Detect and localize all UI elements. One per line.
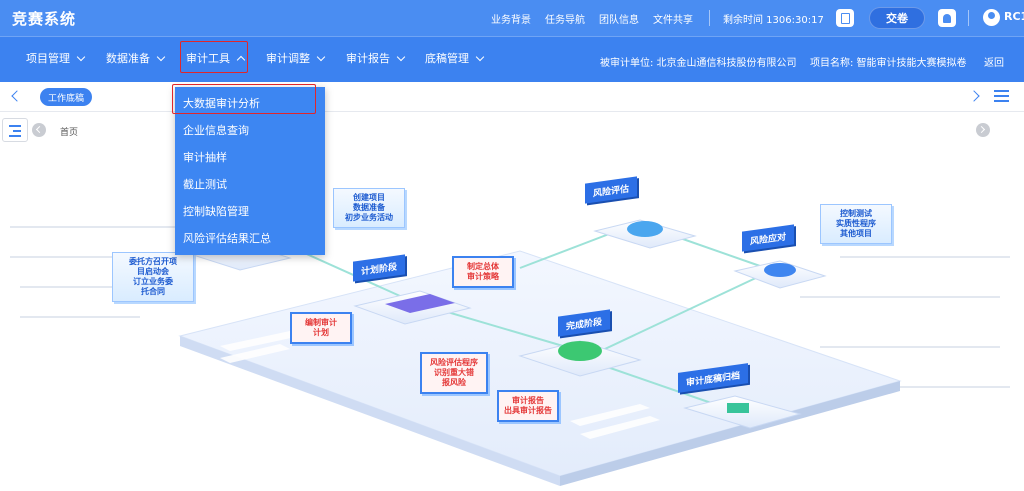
nav-audit-adjust[interactable]: 审计调整 <box>266 50 326 66</box>
menu-item-control-deficiency[interactable]: 控制缺陷管理 <box>183 205 249 218</box>
divider <box>968 10 969 26</box>
card-risk-procedure[interactable]: 风险评估程序 识别重大错 报风险 <box>420 352 488 394</box>
divider <box>709 10 710 26</box>
nav-data-prep[interactable]: 数据准备 <box>106 50 166 66</box>
platform-edge <box>180 336 560 486</box>
platform-stripes <box>220 331 660 439</box>
sidebar-toggle-icon[interactable] <box>2 118 28 142</box>
link-business-background[interactable]: 业务背景 <box>491 15 531 26</box>
project-name: 项目名称: 智能审计技能大赛模拟卷 <box>810 58 967 69</box>
menu-item-cutoff-test[interactable]: 截止测试 <box>183 178 227 191</box>
dot-grid <box>10 226 1010 388</box>
nav-highlight-box <box>180 41 248 73</box>
scroll-left-icon[interactable] <box>32 123 46 137</box>
chevron-right-icon[interactable] <box>968 90 980 102</box>
platform-edge <box>560 381 900 486</box>
chevron-down-icon <box>475 52 485 61</box>
scroll-right-icon[interactable] <box>976 123 990 137</box>
notification-bell-icon[interactable] <box>938 9 956 27</box>
menu-item-risk-summary[interactable]: 风险评估结果汇总 <box>183 232 271 245</box>
link-team-info[interactable]: 团队信息 <box>599 15 639 26</box>
breadcrumb-home[interactable]: 首页 <box>60 128 79 138</box>
menu-icon[interactable] <box>994 90 1009 103</box>
nav-workpaper-management[interactable]: 底稿管理 <box>425 50 485 66</box>
card-engagement[interactable]: 委托方召开项 目启动会 订立业务委 托合同 <box>112 252 194 302</box>
back-link[interactable]: 返回 <box>984 58 1004 69</box>
link-task-navigation[interactable]: 任务导航 <box>545 15 585 26</box>
nav-project-management[interactable]: 项目管理 <box>26 50 86 66</box>
user-avatar-icon[interactable] <box>983 9 1000 26</box>
nav-audit-report[interactable]: 审计报告 <box>346 50 406 66</box>
tab-workpaper[interactable]: 工作底稿 <box>40 88 93 106</box>
app-title: 竞赛系统 <box>12 10 77 28</box>
menu-item-audit-sampling[interactable]: 审计抽样 <box>183 151 227 164</box>
top-bar: 竞赛系统 业务背景 任务导航 团队信息 文件共享 剩余时间 1306:30:17… <box>0 0 1024 36</box>
chevron-down-icon <box>156 52 166 61</box>
workflow-diagram <box>10 219 1010 486</box>
card-audit-plan[interactable]: 编制审计 计划 <box>290 312 352 344</box>
card-initial-activities[interactable]: 创建项目 数据准备 初步业务活动 <box>333 188 405 228</box>
chevron-down-icon <box>76 52 86 61</box>
chevron-down-icon <box>316 52 326 61</box>
submit-exam-button[interactable]: 交卷 <box>869 7 925 29</box>
workflow-illustration: 风险评估 计划阶段 完成阶段 风险应对 审计底稿归档 创建项目 数据准备 初步业… <box>0 146 1024 491</box>
link-file-share[interactable]: 文件共享 <box>653 15 693 26</box>
audit-tools-dropdown: 大数据审计分析 企业信息查询 审计抽样 截止测试 控制缺陷管理 风险评估结果汇总 <box>175 87 325 255</box>
remaining-time: 剩余时间 1306:30:17 <box>723 15 824 26</box>
menu-highlight-box <box>172 84 316 114</box>
card-audit-report[interactable]: 审计报告 出具审计报告 <box>497 390 559 422</box>
breadcrumb: 首页 <box>0 114 1024 146</box>
tab-bar: 工作底稿 <box>0 82 1024 112</box>
menu-item-enterprise-query[interactable]: 企业信息查询 <box>183 124 249 137</box>
node-tiles <box>188 219 827 429</box>
chevron-down-icon <box>396 52 406 61</box>
card-overall-strategy[interactable]: 制定总体 审计策略 <box>452 256 514 288</box>
card-control-test[interactable]: 控制测试 实质性程序 其他项目 <box>820 204 892 244</box>
main-nav: 项目管理 数据准备 审计工具 审计调整 审计报告 底稿管理 被审计单位: 北京金… <box>0 36 1024 82</box>
chevron-left-icon[interactable] <box>11 90 23 102</box>
audited-unit: 被审计单位: 北京金山通信科技股份有限公司 <box>600 58 797 69</box>
user-name[interactable]: RC10 <box>1004 10 1024 23</box>
nav-audit-tools[interactable]: 审计工具 <box>186 50 246 66</box>
menu-item-big-data-analysis[interactable]: 大数据审计分析 <box>183 97 260 110</box>
calculator-icon[interactable] <box>836 9 854 27</box>
top-links: 业务背景 任务导航 团队信息 文件共享 <box>491 11 707 26</box>
